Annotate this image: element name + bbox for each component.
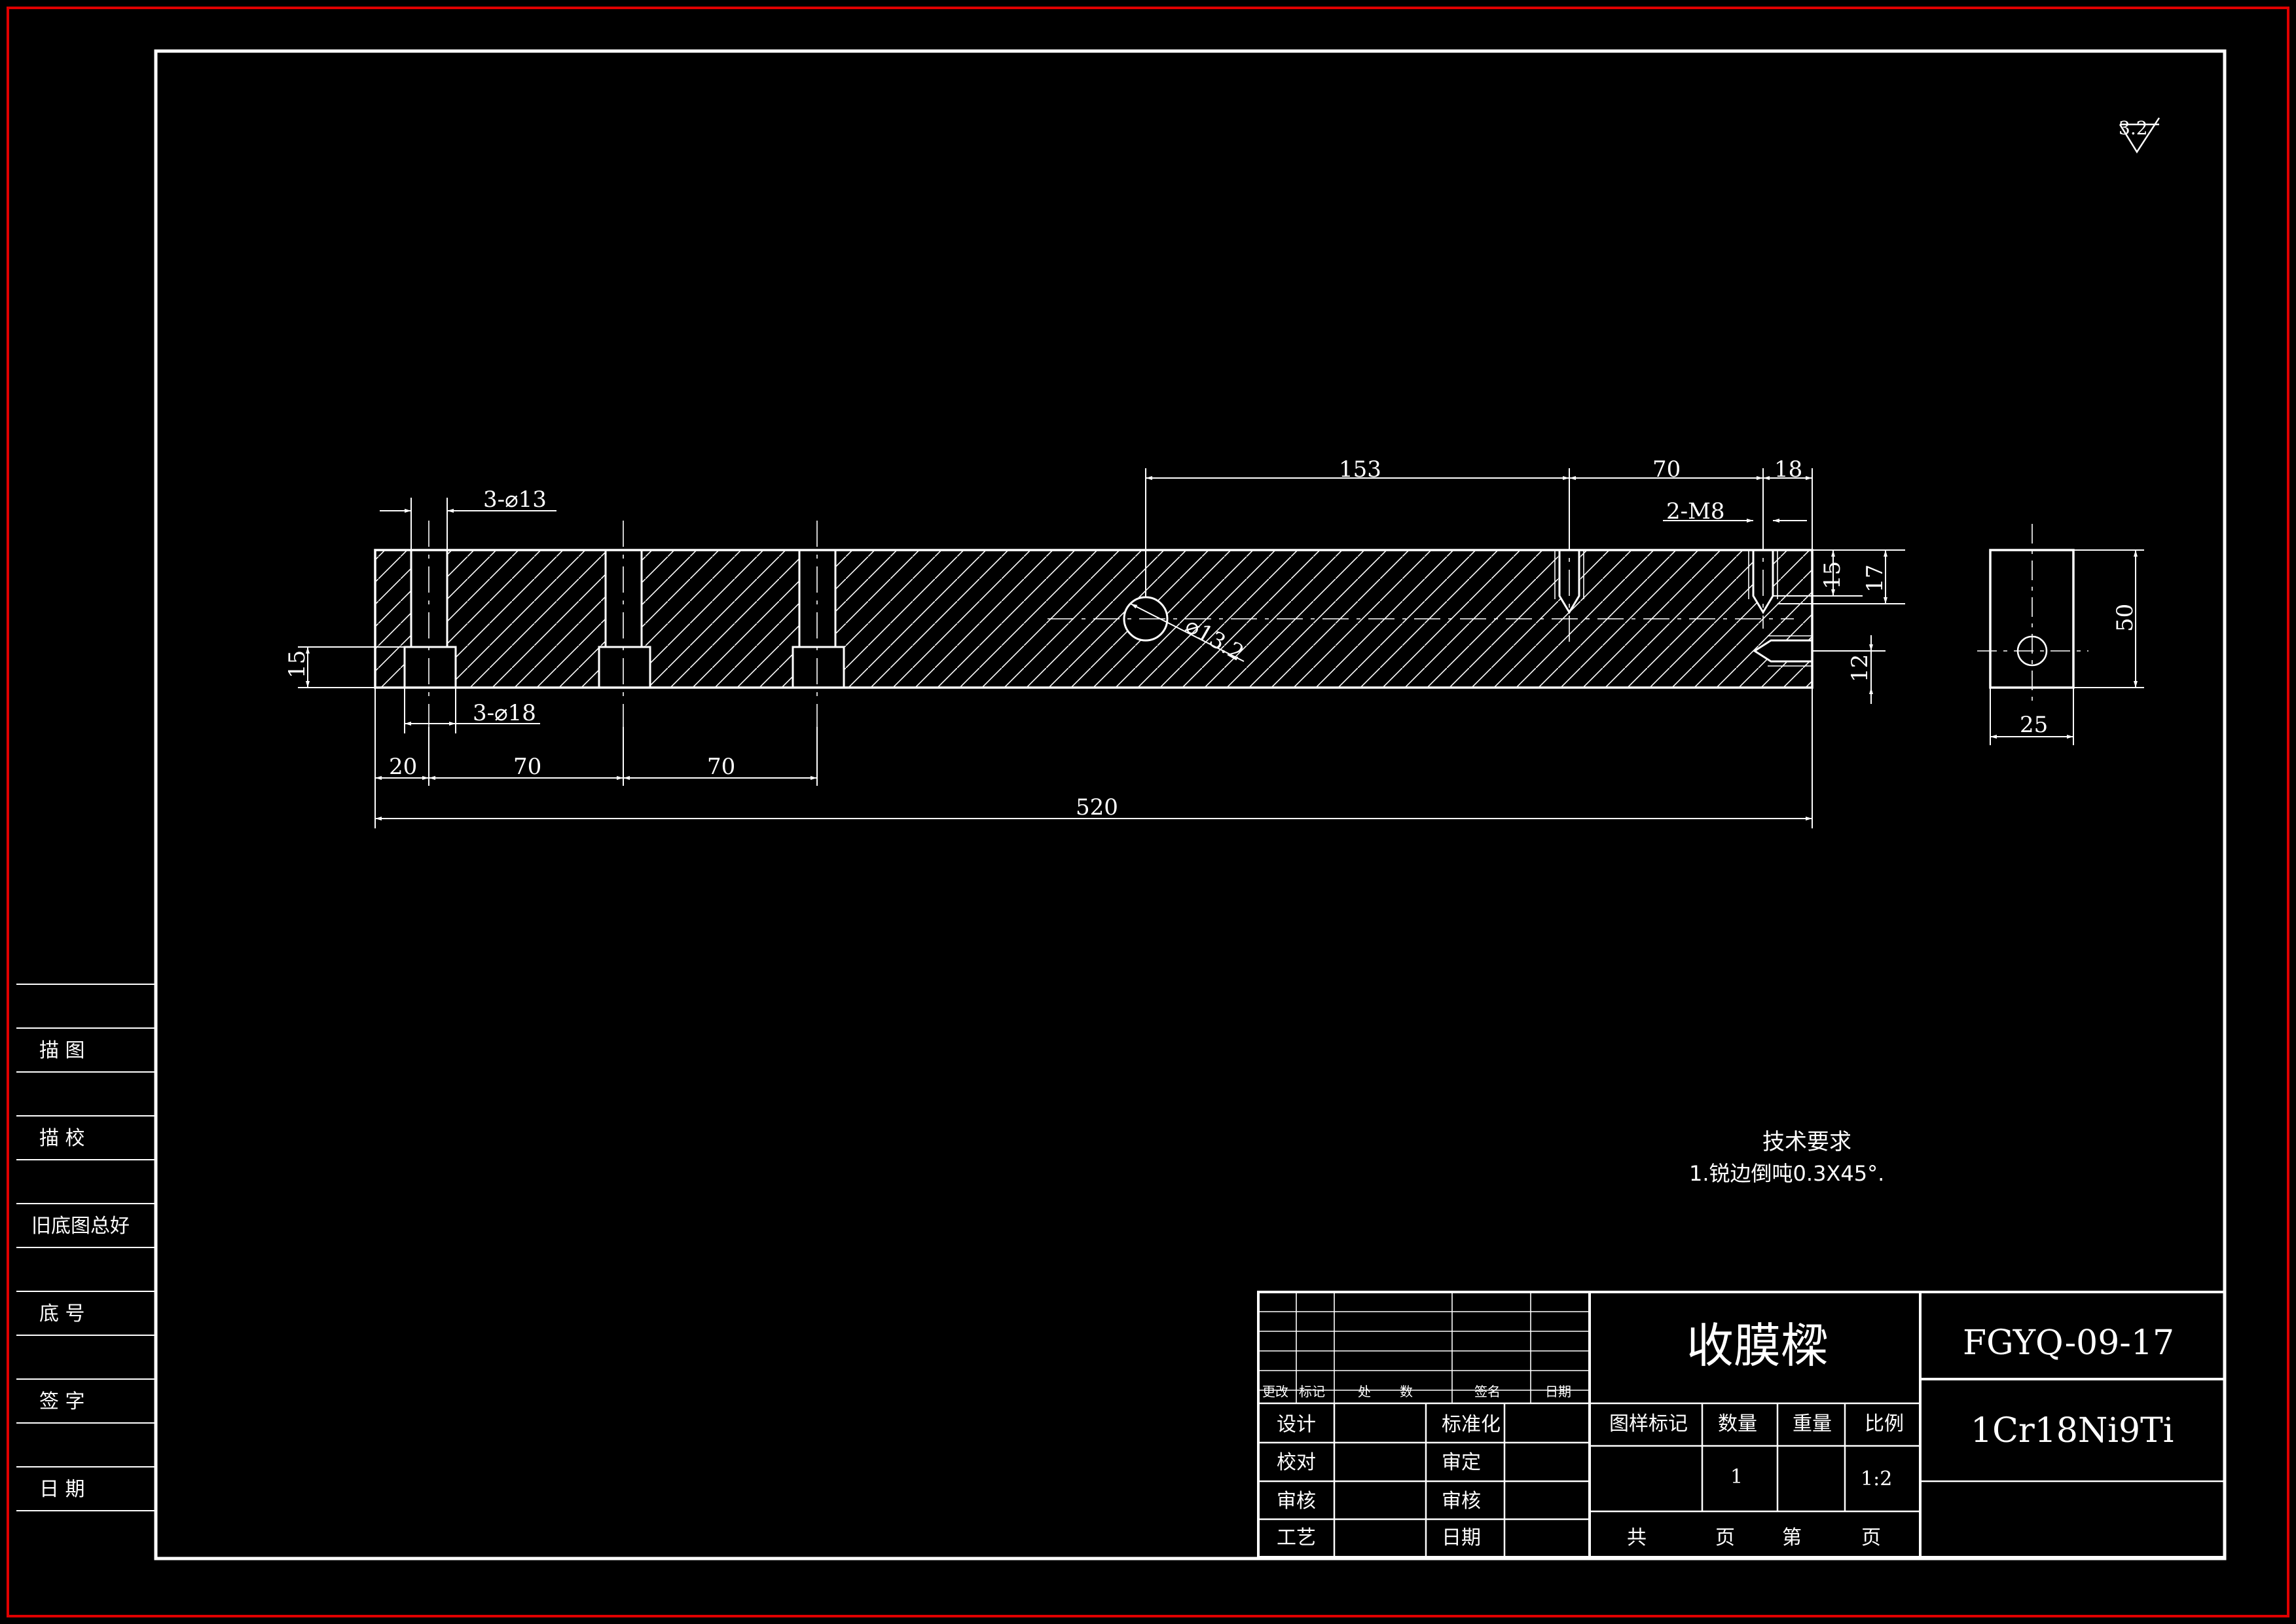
role-approve: 审定 [1442, 1451, 1481, 1474]
material: 1Cr18Ni9Ti [1971, 1411, 2174, 1450]
roughness-symbol [2119, 117, 2160, 154]
title-block [1257, 1291, 2226, 1559]
dim-70-a: 70 [513, 754, 541, 780]
footer-pages-2: 页 [1861, 1526, 1881, 1549]
attr-quantity: 数量 [1718, 1412, 1757, 1435]
strip-label-4: 底 号 [39, 1302, 85, 1325]
rev-header-3: 处 [1358, 1384, 1371, 1399]
bar-outline [374, 549, 1813, 689]
tech-req-title: 技术要求 [1762, 1129, 1851, 1155]
role-process: 工艺 [1277, 1526, 1316, 1549]
footer-sheet: 第 [1782, 1526, 1802, 1549]
attr-scale: 比例 [1865, 1412, 1904, 1435]
role-date: 日期 [1442, 1526, 1481, 1549]
value-quantity: 1 [1730, 1466, 1743, 1488]
title-block-text: 更改 标记 处 数 签名 日期 设计 校对 审核 工艺 标准化 审定 审核 日期… [1262, 1318, 2174, 1549]
dim-70-top: 70 [1652, 456, 1681, 483]
dim-520: 520 [1076, 794, 1118, 821]
dim-15-left: 15 [284, 650, 310, 678]
strip-label-3: 旧底图总好 [31, 1215, 130, 1238]
rev-header-5: 签名 [1474, 1384, 1501, 1399]
dim-18: 18 [1774, 456, 1802, 483]
dim-15-right: 15 [1819, 561, 1846, 589]
dim-153: 153 [1339, 456, 1381, 483]
attr-drawing-mark: 图样标记 [1609, 1412, 1688, 1435]
dim-70-b: 70 [707, 754, 735, 780]
footer-pages-1: 页 [1715, 1526, 1735, 1549]
side-view [1977, 524, 2144, 745]
part-name: 收膜樑 [1686, 1318, 1828, 1373]
rev-header-2: 标记 [1299, 1384, 1325, 1399]
dim-12: 12 [1847, 654, 1873, 682]
front-view: 153 70 18 2-M8 3-⌀13 3-⌀18 20 70 70 520 … [284, 456, 1905, 828]
inner-frame [154, 49, 2227, 1560]
tech-req-item-1: 1.锐边倒吨0.3X45°. [1689, 1161, 1884, 1186]
role-check: 校对 [1277, 1451, 1316, 1474]
strip-label-6: 日 期 [39, 1478, 85, 1501]
roughness-value: 3.2 [2119, 117, 2148, 139]
outer-border [7, 7, 2289, 1617]
label-2-m8: 2-M8 [1666, 498, 1725, 525]
dim-50: 50 [2112, 604, 2138, 632]
rev-header-4: 数 [1400, 1384, 1413, 1399]
role-review: 审核 [1277, 1490, 1316, 1513]
role-review-2: 审核 [1442, 1490, 1481, 1513]
strip-label-5: 签 字 [39, 1390, 85, 1413]
dim-17: 17 [1862, 564, 1888, 593]
label-3-d18: 3-⌀18 [473, 700, 536, 726]
footer-total: 共 [1627, 1526, 1647, 1549]
dim-20: 20 [389, 754, 417, 780]
strip-label-1: 描 图 [39, 1039, 85, 1062]
label-3-d13: 3-⌀13 [483, 487, 547, 513]
strip-label-2: 描 校 [39, 1127, 85, 1150]
role-design: 设计 [1277, 1413, 1316, 1436]
dimension-lines [298, 468, 1905, 828]
rev-header-6: 日期 [1545, 1384, 1571, 1399]
drawing-number: FGYQ-09-17 [1963, 1323, 2174, 1363]
dim-25: 25 [2020, 712, 2048, 738]
value-scale: 1:2 [1861, 1467, 1892, 1490]
left-strip [16, 984, 156, 1511]
attr-weight: 重量 [1793, 1412, 1832, 1435]
rev-header-1: 更改 [1262, 1384, 1288, 1399]
role-standard: 标准化 [1442, 1413, 1501, 1436]
